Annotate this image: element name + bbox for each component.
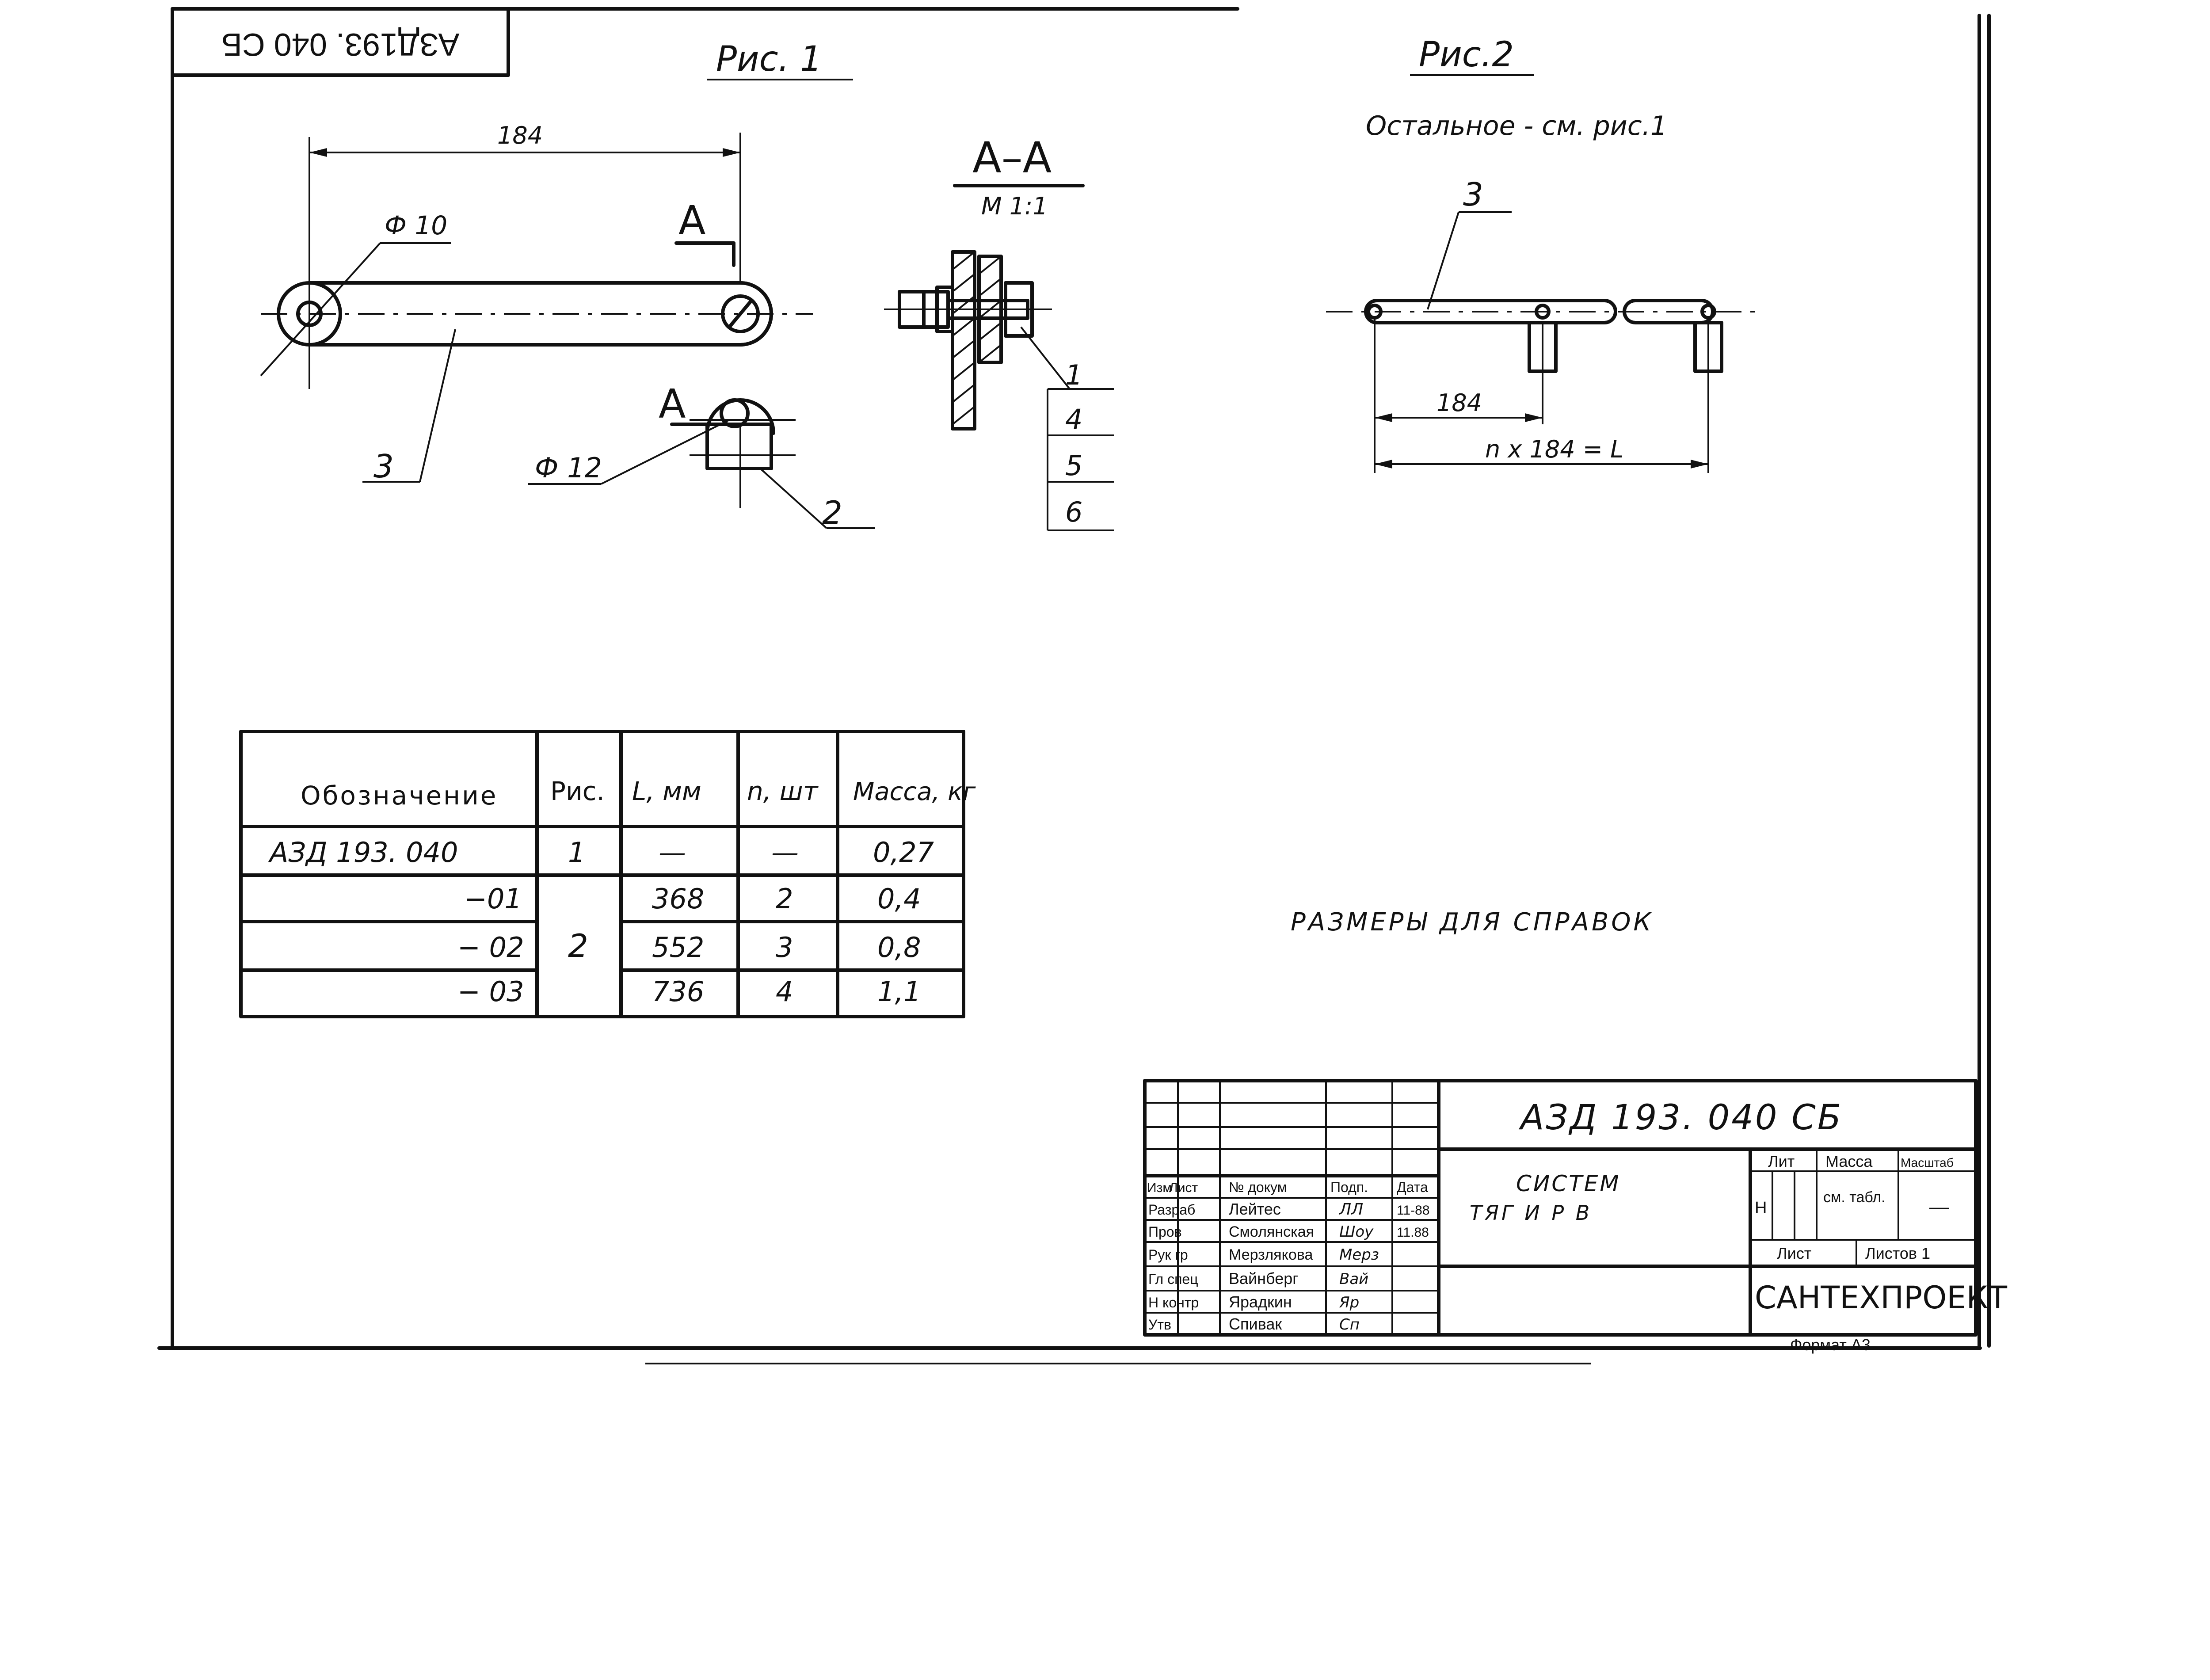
tb-date-0: 11-88 xyxy=(1397,1203,1430,1218)
tb-role-0: Разраб xyxy=(1148,1202,1195,1218)
tb-sign-4: Яр xyxy=(1339,1294,1359,1311)
fig1-section-mark-bottom: А xyxy=(659,381,686,427)
table-row-2-designation: − 02 xyxy=(457,931,524,964)
tb-sheet-label: Лист xyxy=(1777,1244,1811,1262)
title-block: Изм Лист № докум Подп. Дата Разраб Лейте… xyxy=(1143,1079,2007,1354)
tb-mass-header: Масса xyxy=(1825,1152,1873,1170)
table-row-0-fig: 1 xyxy=(568,836,585,869)
fig2-title: Рис.2 xyxy=(1419,35,1514,75)
section-aa-callout-4: 4 xyxy=(1065,403,1082,435)
tb-sign-5: Сп xyxy=(1339,1316,1360,1333)
tb-role-row-4: Н контр Ярадкин Яр xyxy=(1148,1293,1359,1311)
section-aa-callout-6: 6 xyxy=(1065,496,1082,528)
tb-role-4: Н контр xyxy=(1148,1295,1199,1310)
table-header-fig: Рис. xyxy=(550,776,605,806)
tb-name-1: Смолянская xyxy=(1229,1223,1314,1240)
tb-lit-value: Н xyxy=(1755,1199,1767,1217)
fig1-dim-184: 184 xyxy=(497,122,543,149)
section-aa-scale: М 1:1 xyxy=(981,192,1048,220)
tb-role-3: Гл спец xyxy=(1148,1271,1198,1287)
table-row-2-mass: 0,8 xyxy=(877,931,921,964)
section-aa-title: А–А xyxy=(972,133,1052,183)
tb-sign-2: Мерз xyxy=(1339,1246,1379,1264)
tb-scale-value: — xyxy=(1929,1196,1949,1218)
figure-2: Рис.2 Остальное - см. рис.1 3 184 n x 18… xyxy=(1326,35,1764,473)
table-row-3-n: 4 xyxy=(776,975,793,1008)
tb-doc-code: АЗД 193. 040 СБ xyxy=(1518,1098,1843,1138)
tb-sign-3: Вай xyxy=(1339,1270,1368,1288)
tb-sign-0: ЛЛ xyxy=(1338,1200,1363,1219)
tb-org: САНТЕХПРОЕКТ xyxy=(1755,1280,2007,1316)
tb-role-row-0: Разраб Лейтес ЛЛ 11-88 xyxy=(1148,1200,1430,1219)
table-row-0-designation: АЗД 193. 040 xyxy=(268,836,458,869)
table-row-0-L: — xyxy=(659,836,686,869)
tb-role-2: Рук гр xyxy=(1148,1247,1188,1263)
table-row-3-designation: − 03 xyxy=(457,975,524,1008)
tb-role-row-3: Гл спец Вайнберг Вай xyxy=(1148,1269,1368,1288)
fig2-dim-nL: n x 184 = L xyxy=(1485,435,1623,463)
rotated-stamp-text: АЗД193. 040 СБ xyxy=(221,27,460,62)
table-row-3-mass: 1,1 xyxy=(877,975,921,1008)
fig1-phi10: Ф 10 xyxy=(385,210,447,240)
section-aa-callout-1: 1 xyxy=(1065,359,1082,391)
tb-role-row-2: Рук гр Мерзлякова Мерз xyxy=(1148,1246,1379,1264)
tb-name-4: Ярадкин xyxy=(1229,1293,1292,1311)
fig2-dim-184: 184 xyxy=(1436,389,1482,417)
table-row-2-n: 3 xyxy=(776,931,793,964)
tb-scale-header: Масштаб xyxy=(1901,1156,1954,1170)
tb-format: Формат А3 xyxy=(1790,1336,1871,1354)
tb-name-0: Лейтес xyxy=(1229,1200,1281,1218)
tb-date-1: 11.88 xyxy=(1397,1225,1429,1240)
tb-lit-header: Лит xyxy=(1768,1152,1795,1170)
table-row-1-n: 2 xyxy=(776,883,793,915)
fig1-section-mark-top: А xyxy=(678,198,706,244)
figure-1: Рис. 1 184 Ф 10 А А xyxy=(260,39,875,531)
rotated-stamp: АЗД193. 040 СБ xyxy=(171,7,510,77)
fig2-leader-3: 3 xyxy=(1463,176,1483,213)
reference-note: РАЗМЕРЫ ДЛЯ СПРАВОК xyxy=(1291,908,1654,937)
table-row-1-mass: 0,4 xyxy=(877,883,921,915)
tb-col-izm: Изм xyxy=(1147,1181,1172,1195)
tb-col-doc: № докум xyxy=(1229,1179,1287,1195)
tb-name-line1: СИСТЕМ xyxy=(1516,1171,1621,1196)
fig2-note: Остальное - см. рис.1 xyxy=(1366,110,1667,141)
tb-mass-value: см. табл. xyxy=(1823,1189,1886,1206)
tb-name-3: Вайнберг xyxy=(1229,1269,1298,1288)
table-row-0-mass: 0,27 xyxy=(873,836,934,869)
fig1-leader-3: 3 xyxy=(373,448,394,485)
table-row-3-L: 736 xyxy=(652,975,704,1008)
tb-role-row-5: Утв Спивак Сп xyxy=(1148,1315,1360,1333)
tb-sheets-label: Листов 1 xyxy=(1865,1244,1930,1262)
table-row-0-n: — xyxy=(771,836,799,869)
section-aa-callout-5: 5 xyxy=(1065,450,1082,482)
tb-name-5: Спивак xyxy=(1229,1315,1282,1333)
table-row-2-fig: 2 xyxy=(568,927,588,964)
tb-role-1: Пров xyxy=(1148,1224,1182,1240)
tb-col-list: Лист xyxy=(1169,1181,1198,1195)
fig1-leader-2: 2 xyxy=(822,494,842,531)
fig1-phi12: Ф 12 xyxy=(535,452,602,484)
table-header-mass: Масса, кг xyxy=(853,777,976,806)
table-row-2-L: 552 xyxy=(652,931,704,964)
tb-role-5: Утв xyxy=(1148,1317,1171,1333)
table-header-L: L, мм xyxy=(632,776,701,806)
tb-col-sign: Подп. xyxy=(1330,1179,1368,1195)
table-header-designation: Обозначение xyxy=(301,781,498,811)
table-header-n: n, шт xyxy=(747,776,819,806)
tb-sign-1: Шоу xyxy=(1339,1223,1374,1241)
variant-table: Обозначение Рис. L, мм n, шт Масса, кг А… xyxy=(239,730,976,1018)
table-row-1-designation: −01 xyxy=(464,883,522,915)
tb-name-line2: ТЯГ И Р В xyxy=(1470,1201,1592,1225)
section-aa: А–А М 1:1 1 4 5 xyxy=(884,133,1114,531)
tb-role-row-1: Пров Смолянская Шоу 11.88 xyxy=(1148,1223,1429,1241)
fig1-title: Рис. 1 xyxy=(716,39,822,79)
tb-col-date: Дата xyxy=(1397,1179,1428,1195)
tb-name-2: Мерзлякова xyxy=(1229,1246,1313,1263)
table-row-1-L: 368 xyxy=(652,883,704,915)
